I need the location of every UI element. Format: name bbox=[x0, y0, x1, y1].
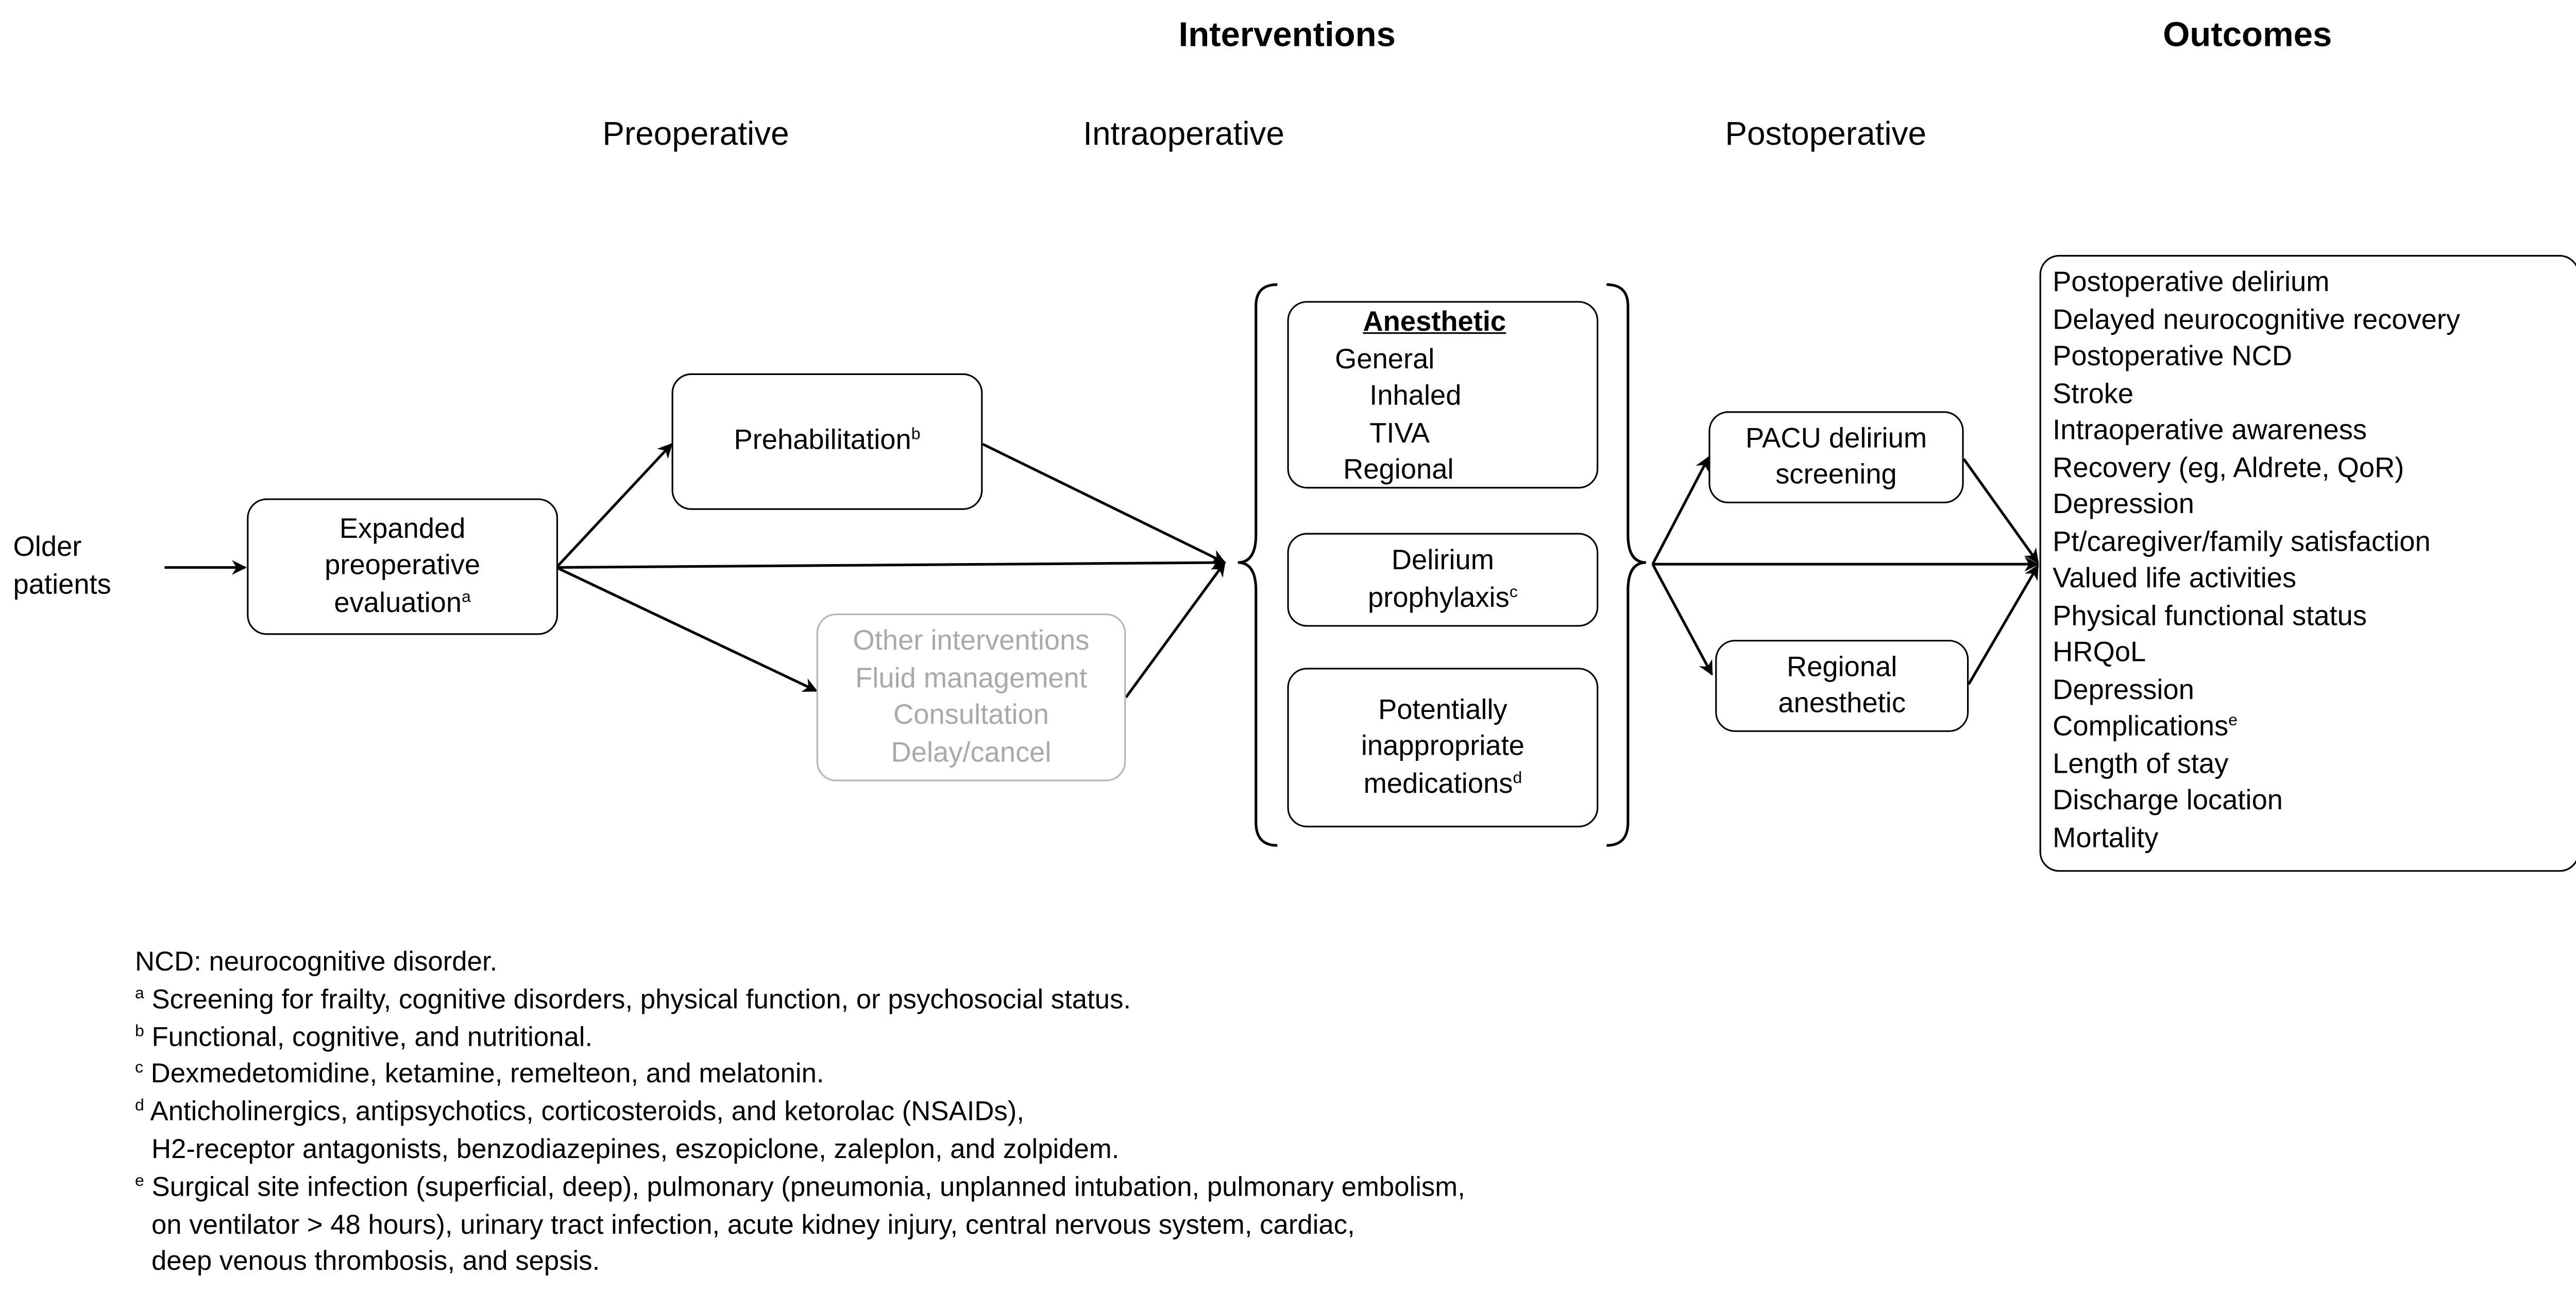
arrow-eval-to-other bbox=[555, 566, 818, 692]
pacu-screening-box: PACU delirium screening bbox=[1708, 411, 1964, 504]
outcome-item: Length of stay bbox=[2053, 747, 2229, 779]
other-interventions-line-1: Other interventions bbox=[853, 625, 1090, 657]
outcome-item: Valued life activities bbox=[2053, 563, 2297, 594]
prehabilitation-line: Prehabilitationb bbox=[734, 423, 920, 460]
note-b-text: Functional, cognitive, and nutritional. bbox=[151, 1022, 593, 1052]
outcome-item: Postoperative delirium bbox=[2053, 266, 2330, 298]
delirium-prophylaxis-line-2: prophylaxisc bbox=[1368, 580, 1518, 617]
note-d: d Anticholinergics, antipsychotics, cort… bbox=[135, 1094, 1465, 1132]
other-interventions-line-3: Consultation bbox=[893, 699, 1049, 730]
arrow-eval-to-intraop bbox=[556, 555, 1226, 570]
postoperative-heading: Postoperative bbox=[1725, 116, 1927, 153]
arrow-eval-to-prehab bbox=[555, 443, 673, 569]
anesthetic-title: Anesthetic bbox=[1363, 305, 1506, 337]
inappropriate-meds-line-3: medicationsd bbox=[1364, 766, 1522, 803]
note-a-text: Screening for frailty, cognitive disorde… bbox=[151, 984, 1131, 1015]
outcome-item: Pt/caregiver/family satisfaction bbox=[2053, 525, 2431, 557]
note-e-continued-1: on ventilator > 48 hours), urinary tract… bbox=[151, 1210, 1355, 1240]
other-interventions-line-4: Delay/cancel bbox=[891, 736, 1052, 768]
expanded-eval-line-2: preoperative bbox=[325, 550, 481, 581]
pacu-line-1: PACU delirium bbox=[1745, 422, 1927, 453]
regional-anesthetic-line-1: Regional bbox=[1786, 650, 1897, 682]
note-e-continued-2: deep venous thrombosis, and sepsis. bbox=[151, 1247, 600, 1277]
footnote-mark-d: d bbox=[1513, 769, 1522, 788]
outcome-item: HRQoL bbox=[2053, 636, 2146, 668]
expanded-eval-line-3-text: evaluation bbox=[334, 587, 462, 618]
inappropriate-meds-line-1: Potentially bbox=[1378, 693, 1507, 725]
arrow-intraop-to-regional bbox=[1651, 563, 1714, 676]
outcome-item: Recovery (eg, Aldrete, QoR) bbox=[2053, 451, 2404, 483]
anesthetic-regional: Regional bbox=[1343, 454, 1454, 485]
older-patients-line-2: patients bbox=[13, 568, 111, 600]
note-a-mark: a bbox=[134, 984, 144, 1003]
footnote-mark-b: b bbox=[911, 426, 921, 445]
outcome-item: Intraoperative awareness bbox=[2053, 414, 2367, 446]
arrow-prehab-to-intraop bbox=[982, 443, 1226, 564]
inappropriate-medications-box: Potentially inappropriate medicationsd bbox=[1287, 668, 1599, 828]
left-brace bbox=[1238, 283, 1278, 847]
outcome-item: Stroke bbox=[2053, 377, 2134, 409]
outcome-item: Discharge location bbox=[2053, 785, 2283, 816]
outcome-item: Complicationse bbox=[2053, 709, 2576, 746]
delirium-prophylaxis-box: Delirium prophylaxisc bbox=[1287, 533, 1599, 627]
delirium-prophylaxis-line-1: Delirium bbox=[1391, 544, 1495, 576]
note-b-mark: b bbox=[134, 1022, 144, 1041]
outcome-item: Mortality bbox=[2053, 821, 2159, 853]
outcome-item: Depression bbox=[2053, 488, 2194, 520]
intraoperative-heading: Intraoperative bbox=[1083, 116, 1285, 153]
footnote-mark-c: c bbox=[1509, 583, 1518, 602]
prehabilitation-box: Prehabilitationb bbox=[671, 373, 983, 510]
note-b: b Functional, cognitive, and nutritional… bbox=[135, 1019, 1465, 1057]
footnote-mark-a: a bbox=[462, 588, 471, 607]
inappropriate-meds-line-2: inappropriate bbox=[1361, 730, 1524, 762]
older-patients-line-1: Older bbox=[13, 531, 82, 563]
older-patients-label: Older patients bbox=[13, 530, 111, 604]
arrow-regional-to-outcomes bbox=[1968, 564, 2039, 685]
outcomes-box: Postoperative delirium Delayed neurocogn… bbox=[2039, 254, 2576, 872]
arrow-pacu-to-outcomes bbox=[1962, 458, 2039, 564]
interventions-heading: Interventions bbox=[1178, 16, 1396, 55]
expanded-eval-line-3: evaluationa bbox=[334, 585, 470, 622]
anesthetic-box: Anesthetic General Inhaled TIVA Regional bbox=[1287, 301, 1599, 489]
outcome-complications-text: Complications bbox=[2053, 710, 2229, 742]
note-c: c Dexmedetomidine, ketamine, remelteon, … bbox=[135, 1057, 1465, 1094]
prehabilitation-text: Prehabilitation bbox=[734, 424, 911, 456]
note-d-text-1: Anticholinergics, antipsychotics, cortic… bbox=[150, 1097, 1024, 1127]
expanded-evaluation-box: Expanded preoperative evaluationa bbox=[247, 498, 558, 635]
note-e-mark: e bbox=[134, 1172, 144, 1191]
arrow-intraop-to-pacu bbox=[1651, 456, 1710, 565]
anesthetic-tiva: TIVA bbox=[1369, 417, 1430, 449]
other-interventions-line-2: Fluid management bbox=[855, 662, 1087, 693]
inappropriate-meds-line-3-text: medications bbox=[1363, 768, 1513, 799]
note-c-mark: c bbox=[134, 1060, 143, 1078]
note-d-continued: H2-receptor antagonists, benzodiazepines… bbox=[151, 1135, 1120, 1165]
pacu-line-2: screening bbox=[1775, 458, 1897, 490]
note-e-text-1: Surgical site infection (superficial, de… bbox=[151, 1172, 1465, 1202]
note-e: e Surgical site infection (superficial, … bbox=[135, 1169, 1465, 1207]
preoperative-heading: Preoperative bbox=[602, 116, 789, 153]
note-a: a Screening for frailty, cognitive disor… bbox=[135, 982, 1465, 1019]
arrow-other-to-intraop bbox=[1125, 561, 1226, 699]
note-d-mark: d bbox=[134, 1097, 144, 1116]
anesthetic-general: General bbox=[1335, 343, 1435, 375]
expanded-eval-line-1: Expanded bbox=[339, 513, 466, 545]
outcome-item: Delayed neurocognitive recovery bbox=[2053, 303, 2461, 335]
outcome-item: Physical functional status bbox=[2053, 599, 2367, 631]
footnotes: NCD: neurocognitive disorder. a Screenin… bbox=[135, 944, 1465, 1282]
outcome-item: Depression bbox=[2053, 673, 2194, 705]
outcomes-heading: Outcomes bbox=[2163, 16, 2332, 55]
regional-anesthetic-box: Regional anesthetic bbox=[1715, 640, 1969, 732]
anesthetic-inhaled: Inhaled bbox=[1369, 380, 1462, 412]
delirium-prophylaxis-line-2-text: prophylaxis bbox=[1368, 581, 1510, 613]
footnote-mark-e: e bbox=[2228, 712, 2238, 730]
note-c-text: Dexmedetomidine, ketamine, remelteon, an… bbox=[150, 1060, 824, 1090]
other-interventions-box: Other interventions Fluid management Con… bbox=[816, 613, 1126, 781]
note-abbreviation: NCD: neurocognitive disorder. bbox=[134, 947, 498, 977]
regional-anesthetic-line-2: anesthetic bbox=[1778, 687, 1906, 719]
right-brace bbox=[1606, 283, 1647, 847]
outcome-item: Postoperative NCD bbox=[2053, 340, 2293, 372]
